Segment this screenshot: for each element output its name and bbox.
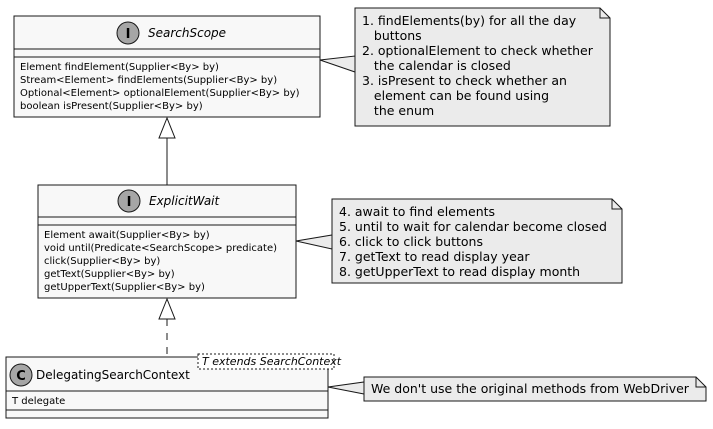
note-connector xyxy=(327,381,365,395)
member: getText(Supplier<By> by) xyxy=(44,269,175,280)
note-line: 1. findElements(by) for all the day xyxy=(362,13,577,28)
note-line: the calendar is closed xyxy=(362,58,511,73)
extends-arrowhead xyxy=(158,116,176,139)
note-connector xyxy=(295,234,333,250)
class-search-scope[interactable]: I SearchScope Element findElement(Suppli… xyxy=(13,15,321,118)
note-line: We don't use the original methods from W… xyxy=(371,381,690,396)
note-line: 8. getUpperText to read display month xyxy=(339,264,580,279)
note-explicit-wait[interactable]: 4. await to find elements 5. until to wa… xyxy=(295,198,623,284)
note-delegating[interactable]: We don't use the original methods from W… xyxy=(327,376,707,402)
class-box xyxy=(13,15,321,118)
stereotype-letter: I xyxy=(127,195,132,210)
note-line: 7. getText to read display year xyxy=(339,249,530,264)
note-line: 2. optionalElement to check whether xyxy=(362,43,594,58)
generic-parameter: T extends SearchContext xyxy=(202,355,342,368)
stereotype-letter: C xyxy=(16,369,26,384)
class-explicit-wait[interactable]: I ExplicitWait Element await(Supplier<By… xyxy=(37,184,297,299)
note-line: 5. until to wait for calendar become clo… xyxy=(339,219,607,234)
member: Optional<Element> optionalElement(Suppli… xyxy=(20,88,300,99)
stereotype-letter: I xyxy=(126,27,131,42)
member: T delegate xyxy=(11,396,65,407)
note-search-scope[interactable]: 1. findElements(by) for all the day butt… xyxy=(319,7,611,127)
note-fold xyxy=(695,377,706,388)
class-delegating-search-context[interactable]: C DelegatingSearchContext T extends Sear… xyxy=(5,353,342,419)
note-line: the enum xyxy=(362,103,434,118)
class-circle-icon xyxy=(9,363,33,387)
member: void until(Predicate<SearchScope> predic… xyxy=(44,243,277,254)
member: getUpperText(Supplier<By> by) xyxy=(44,282,205,293)
note-line: element can be found using xyxy=(362,88,549,103)
member: click(Supplier<By> by) xyxy=(44,256,160,267)
member: boolean isPresent(Supplier<By> by) xyxy=(20,101,203,112)
note-fold xyxy=(599,8,610,19)
generic-parameter-box xyxy=(197,353,335,370)
class-name: SearchScope xyxy=(148,26,226,40)
note-line: 3. isPresent to check whether an xyxy=(362,73,567,88)
note-box xyxy=(354,7,611,127)
note-connector xyxy=(319,55,356,73)
note-line: 4. await to find elements xyxy=(339,204,495,219)
member: Element findElement(Supplier<By> by) xyxy=(20,62,219,73)
relations xyxy=(158,116,176,357)
interface-circle-icon xyxy=(116,21,140,45)
class-box xyxy=(37,184,297,299)
member: Stream<Element> findElements(Supplier<By… xyxy=(20,75,277,86)
member: Element await(Supplier<By> by) xyxy=(44,230,210,241)
interface-circle-icon xyxy=(117,189,141,213)
note-box xyxy=(331,198,623,284)
implements-arrowhead xyxy=(158,297,176,320)
note-fold xyxy=(611,199,622,210)
class-name: ExplicitWait xyxy=(149,194,221,208)
note-box xyxy=(363,376,707,402)
note-line: 6. click to click buttons xyxy=(339,234,483,249)
class-name: DelegatingSearchContext xyxy=(36,368,190,382)
note-line: buttons xyxy=(362,28,422,43)
